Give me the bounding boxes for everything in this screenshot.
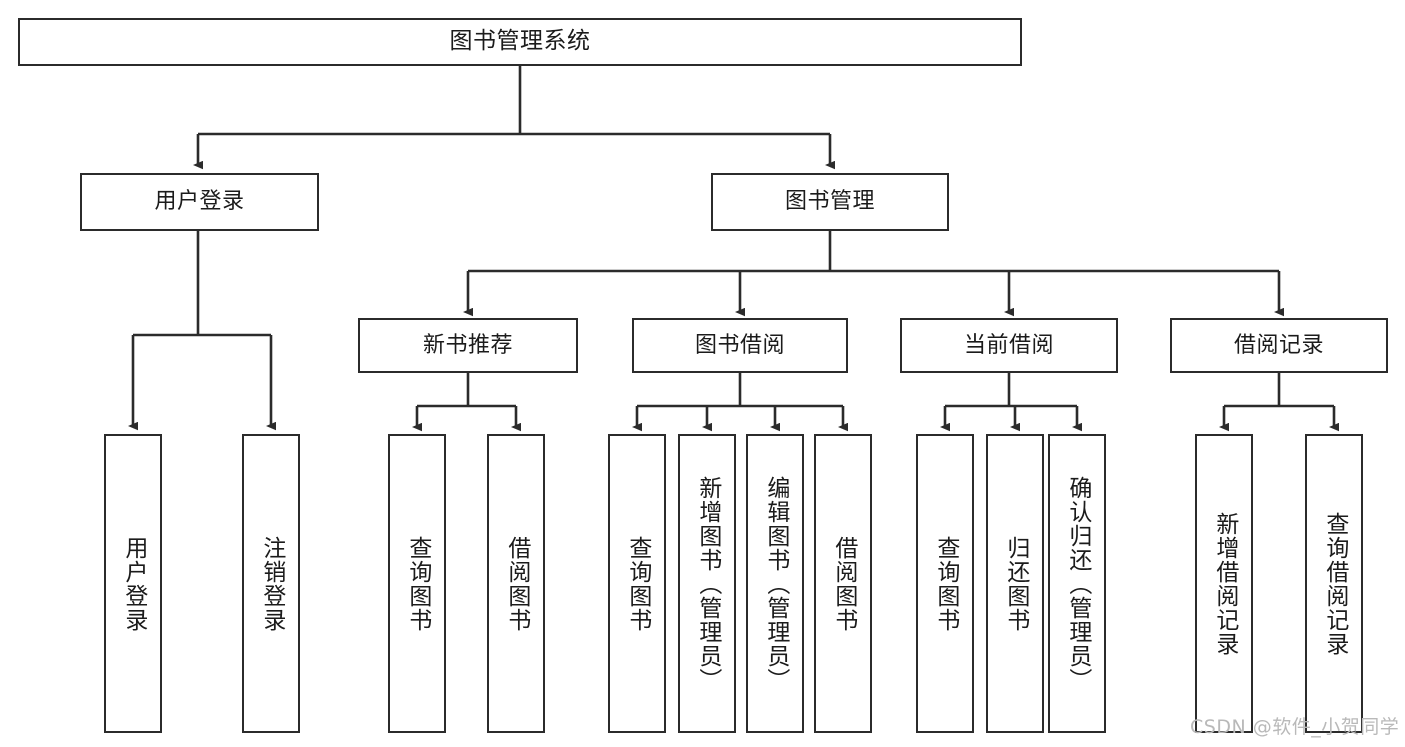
node-leaf-query-book-2[interactable]: 查询图书: [608, 434, 666, 733]
node-leaf-return-book[interactable]: 归还图书: [986, 434, 1044, 733]
node-leaf-logout-login-label: 注销登录: [258, 535, 285, 632]
node-leaf-query-book-1-label: 查询图书: [404, 535, 431, 632]
node-book-management[interactable]: 图书管理: [711, 173, 949, 231]
node-leaf-borrow-book-1[interactable]: 借阅图书: [487, 434, 545, 733]
node-book-borrow-label: 图书借阅: [694, 332, 785, 358]
node-leaf-query-record[interactable]: 查询借阅记录: [1305, 434, 1363, 733]
node-root-label: 图书管理系统: [449, 28, 591, 55]
node-current-borrow-label: 当前借阅: [963, 332, 1054, 358]
node-leaf-query-book-1[interactable]: 查询图书: [388, 434, 446, 733]
node-root[interactable]: 图书管理系统: [18, 18, 1022, 66]
node-borrow-record-label: 借阅记录: [1233, 332, 1324, 358]
node-leaf-query-book-3-label: 查询图书: [932, 535, 959, 632]
node-user-login[interactable]: 用户登录: [80, 173, 319, 231]
node-leaf-edit-book[interactable]: 编辑图书（管理员）: [746, 434, 804, 733]
node-user-login-label: 用户登录: [154, 189, 245, 215]
node-leaf-query-record-label: 查询借阅记录: [1321, 511, 1348, 656]
node-leaf-user-login[interactable]: 用户登录: [104, 434, 162, 733]
node-leaf-edit-book-label: 编辑图书（管理员）: [762, 475, 789, 692]
node-book-management-label: 图书管理: [784, 189, 875, 215]
node-leaf-confirm-return-label: 确认归还（管理员）: [1064, 475, 1091, 692]
node-leaf-add-record-label: 新增借阅记录: [1211, 511, 1238, 656]
node-leaf-borrow-book-2[interactable]: 借阅图书: [814, 434, 872, 733]
node-book-borrow[interactable]: 图书借阅: [632, 318, 848, 373]
node-leaf-borrow-book-2-label: 借阅图书: [830, 535, 857, 632]
node-leaf-query-book-2-label: 查询图书: [624, 535, 651, 632]
node-leaf-borrow-book-1-label: 借阅图书: [503, 535, 530, 632]
node-borrow-record[interactable]: 借阅记录: [1170, 318, 1388, 373]
node-leaf-add-book[interactable]: 新增图书（管理员）: [678, 434, 736, 733]
node-leaf-add-book-label: 新增图书（管理员）: [694, 475, 721, 692]
node-new-book-recommend-label: 新书推荐: [422, 332, 513, 358]
csdn-watermark: CSDN @软件_小贺同学: [1190, 716, 1400, 738]
node-leaf-confirm-return[interactable]: 确认归还（管理员）: [1048, 434, 1106, 733]
node-leaf-user-login-label: 用户登录: [120, 535, 147, 632]
node-leaf-logout-login[interactable]: 注销登录: [242, 434, 300, 733]
node-leaf-return-book-label: 归还图书: [1002, 535, 1029, 632]
node-current-borrow[interactable]: 当前借阅: [900, 318, 1118, 373]
node-leaf-query-book-3[interactable]: 查询图书: [916, 434, 974, 733]
node-leaf-add-record[interactable]: 新增借阅记录: [1195, 434, 1253, 733]
node-new-book-recommend[interactable]: 新书推荐: [358, 318, 578, 373]
